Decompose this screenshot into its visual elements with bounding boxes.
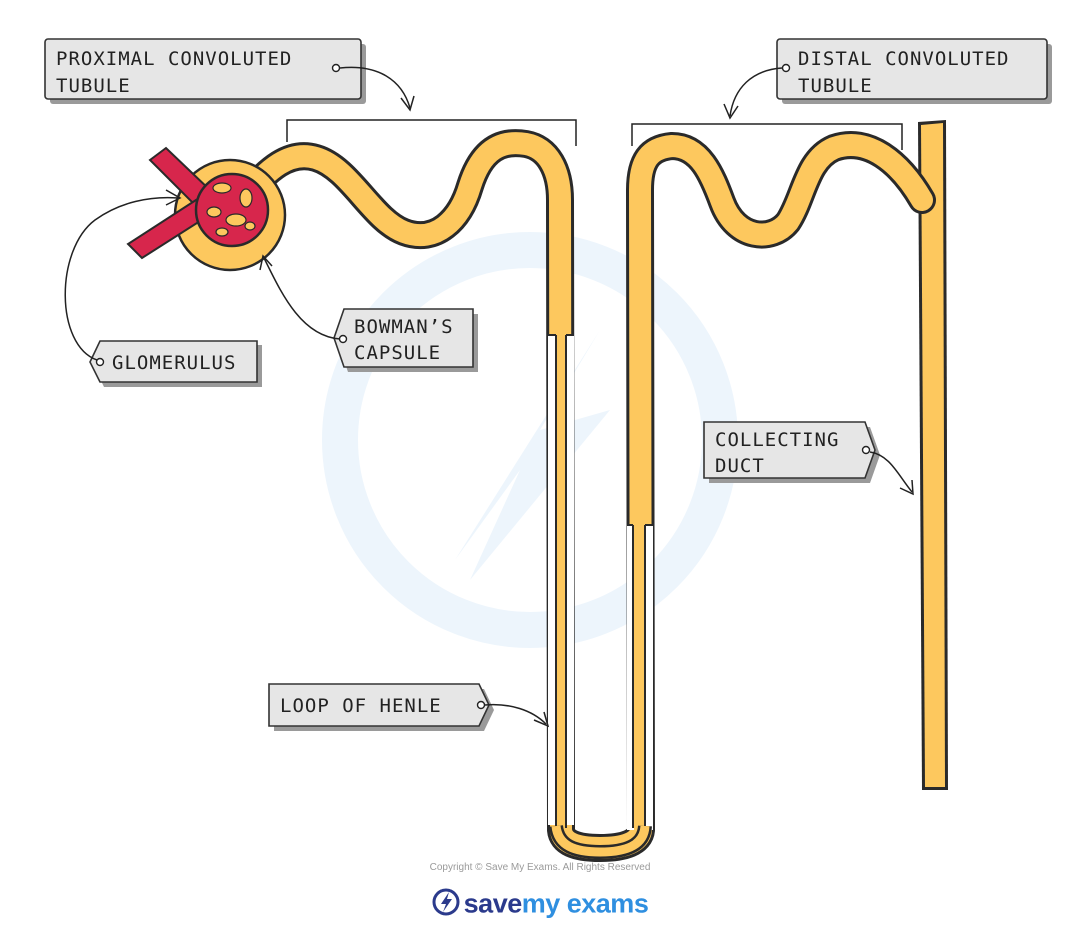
collecting-label-line2: DUCT [715,455,765,477]
dct-label-line1: DISTAL CONVOLUTED [798,48,1009,70]
copyright-text: Copyright © Save My Exams. All Rights Re… [429,862,651,873]
collecting-duct-shape [918,120,948,790]
pct-label-line2: TUBULE [56,75,131,97]
label-tag-bowmans: BOWMAN’S CAPSULE [259,254,478,372]
brand-logo: savemy exams [0,888,1080,923]
bowmans-label-line1: BOWMAN’S [354,316,454,338]
label-tag-glomerulus: GLOMERULUS [64,189,262,387]
label-tag-collecting-duct: COLLECTING DUCT [703,421,914,496]
brand-word-save: save [463,888,523,919]
collecting-label-line1: COLLECTING [715,429,839,451]
brand-word-myexams: my exams [521,888,649,919]
label-tag-loop-of-henle: LOOP OF HENLE [268,683,550,731]
loop-thin-limbs [548,334,653,860]
dct-bracket [631,123,903,150]
pct-bracket [286,119,577,146]
watermark-logo [322,232,738,648]
glomerulus-label: GLOMERULUS [112,352,236,374]
dct-label-line2: TUBULE [798,75,873,97]
lightning-bolt-icon [432,888,460,923]
bowmans-label-line2: CAPSULE [354,342,441,364]
label-tag-pct: PROXIMAL CONVOLUTED TUBULE [44,38,415,112]
glomerulus-shape [126,146,270,260]
label-tag-dct: DISTAL CONVOLUTED TUBULE [723,38,1052,120]
loop-label: LOOP OF HENLE [280,695,442,717]
pct-label-line1: PROXIMAL CONVOLUTED [56,48,292,70]
